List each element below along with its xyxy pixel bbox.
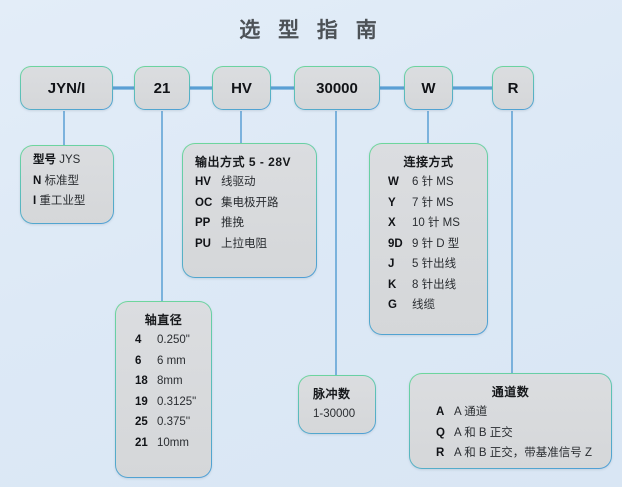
model-panel-value: 重工业型: [39, 195, 86, 207]
list-item: 4 0.250": [135, 334, 199, 347]
shaft-panel-rows: 4 0.250" 6 6 mm 18 8mm 19 0.3125" 25 0.3…: [128, 334, 199, 450]
shaft-row-value: 10mm: [157, 436, 189, 449]
output-row-key: PP: [195, 217, 211, 229]
model-panel-line: I 重工业型: [33, 195, 101, 208]
connection-row-key: 9D: [388, 237, 403, 250]
shaft-panel-title: 轴直径: [144, 313, 183, 327]
connection-row-value: 10 针 MS: [412, 217, 460, 229]
channel-panel[interactable]: 通道数 A A 通道 Q A 和 B 正交 R A 和 B 正交，带基准信号 Z: [409, 373, 612, 469]
output-row-value: 线驱动: [221, 176, 256, 188]
model-panel-value: 标准型: [44, 174, 80, 187]
shaft-panel[interactable]: 轴直径 4 0.250" 6 6 mm 18 8mm 19 0.3125" 25…: [115, 301, 212, 478]
output-row-value: 上拉电阻: [221, 237, 267, 250]
list-item: 9D 9 针 D 型: [388, 237, 475, 251]
model-panel-key: I: [33, 195, 37, 207]
model-panel-key: 型号: [33, 154, 56, 166]
model-chip[interactable]: JYN/I: [20, 66, 113, 110]
connection-panel-rows: W 6 针 MS Y 7 针 MS X 10 针 MS 9D 9 针 D 型 J…: [382, 176, 475, 312]
output-panel-title: 输出方式 5 - 28V: [195, 155, 292, 169]
list-item: 18 8mm: [135, 375, 199, 388]
connection-chip-label: W: [421, 79, 436, 97]
shaft-row-value: 0.3125": [157, 395, 197, 408]
shaft-row-key: 21: [135, 436, 148, 449]
connection-row-key: Y: [388, 196, 396, 209]
pulse-panel-value: 1-30000: [313, 408, 356, 420]
list-item: 21 10mm: [135, 436, 199, 450]
connection-panel[interactable]: 连接方式 W 6 针 MS Y 7 针 MS X 10 针 MS 9D 9 针 …: [369, 143, 488, 335]
channel-row-key: A: [436, 406, 445, 418]
shaft-row-key: 18: [135, 375, 148, 387]
connection-row-value: 5 针出线: [412, 258, 457, 270]
list-item: PU 上拉电阻: [195, 237, 304, 251]
channel-row-key: Q: [436, 426, 445, 439]
pulse-chip-label: 30000: [316, 79, 358, 97]
model-panel-key: N: [33, 174, 42, 187]
shaft-chip[interactable]: 21: [134, 66, 190, 110]
connection-row-value: 6 针 MS: [412, 176, 454, 188]
output-row-key: OC: [195, 196, 213, 209]
list-item: OC 集电极开路: [195, 196, 304, 210]
channel-chip[interactable]: R: [492, 66, 534, 110]
output-row-value: 推挽: [221, 217, 244, 229]
channel-row-value: A 通道: [454, 406, 488, 418]
model-panel[interactable]: 型号 JYS N 标准型 I 重工业型: [20, 145, 114, 224]
shaft-row-key: 25: [135, 416, 148, 428]
list-item: HV 线驱动: [195, 176, 304, 189]
connection-panel-title: 连接方式: [403, 155, 454, 169]
connection-row-key: K: [388, 278, 397, 291]
list-item: K 8 针出线: [388, 278, 475, 292]
channel-panel-title: 通道数: [491, 385, 530, 399]
connection-row-key: G: [388, 299, 397, 311]
list-item: 6 6 mm: [135, 354, 199, 368]
shaft-row-key: 19: [135, 395, 148, 408]
model-panel-value: JYS: [59, 154, 81, 166]
shaft-row-value: 6 mm: [157, 354, 186, 367]
pulse-panel-title: 脉冲数: [313, 387, 351, 401]
channel-chip-label: R: [507, 79, 519, 97]
shaft-row-value: 0.375'': [157, 416, 191, 428]
model-panel-line: N 标准型: [33, 174, 101, 188]
output-panel-rows: HV 线驱动 OC 集电极开路 PP 推挽 PU 上拉电阻: [195, 176, 304, 251]
list-item: W 6 针 MS: [388, 176, 475, 189]
list-item: J 5 针出线: [388, 258, 475, 271]
list-item: X 10 针 MS: [388, 217, 475, 230]
pulse-panel[interactable]: 脉冲数 1-30000: [298, 375, 376, 434]
model-panel-line: 型号 JYS: [33, 154, 101, 167]
page-title: 选 型 指 南: [239, 19, 383, 42]
shaft-row-key: 4: [135, 334, 142, 346]
list-item: G 线缆: [388, 299, 475, 312]
connection-row-value: 7 针 MS: [412, 196, 454, 209]
channel-row-value: A 和 B 正交: [454, 426, 513, 439]
connection-row-value: 9 针 D 型: [412, 237, 460, 250]
shaft-chip-label: 21: [153, 79, 171, 97]
output-row-key: PU: [195, 237, 211, 250]
output-row-key: HV: [195, 176, 211, 188]
shaft-row-key: 6: [135, 354, 142, 367]
connection-chip[interactable]: W: [404, 66, 453, 110]
connection-row-value: 8 针出线: [412, 278, 457, 291]
list-item: PP 推挽: [195, 217, 304, 230]
output-chip-label: HV: [231, 79, 252, 97]
channel-panel-rows: A A 通道 Q A 和 B 正交 R A 和 B 正交，带基准信号 Z: [422, 406, 599, 460]
shaft-row-value: 0.250": [157, 334, 190, 346]
connection-row-value: 线缆: [412, 299, 435, 311]
channel-row-key: R: [436, 447, 445, 459]
output-chip[interactable]: HV: [212, 66, 271, 110]
output-panel[interactable]: 输出方式 5 - 28V HV 线驱动 OC 集电极开路 PP 推挽 PU 上拉…: [182, 143, 317, 278]
connection-row-key: X: [388, 217, 396, 229]
list-item: Y 7 针 MS: [388, 196, 475, 210]
connection-row-key: W: [388, 176, 399, 188]
list-item: 19 0.3125": [135, 395, 199, 409]
list-item: Q A 和 B 正交: [436, 426, 599, 440]
model-chip-label: JYN/I: [47, 79, 86, 97]
list-item: R A 和 B 正交，带基准信号 Z: [436, 447, 599, 460]
connection-row-key: J: [388, 258, 395, 270]
output-row-value: 集电极开路: [221, 196, 279, 209]
shaft-row-value: 8mm: [157, 375, 183, 387]
list-item: A A 通道: [436, 406, 599, 419]
pulse-chip[interactable]: 30000: [294, 66, 380, 110]
list-item: 25 0.375'': [135, 416, 199, 429]
channel-row-value: A 和 B 正交，带基准信号 Z: [454, 447, 593, 459]
